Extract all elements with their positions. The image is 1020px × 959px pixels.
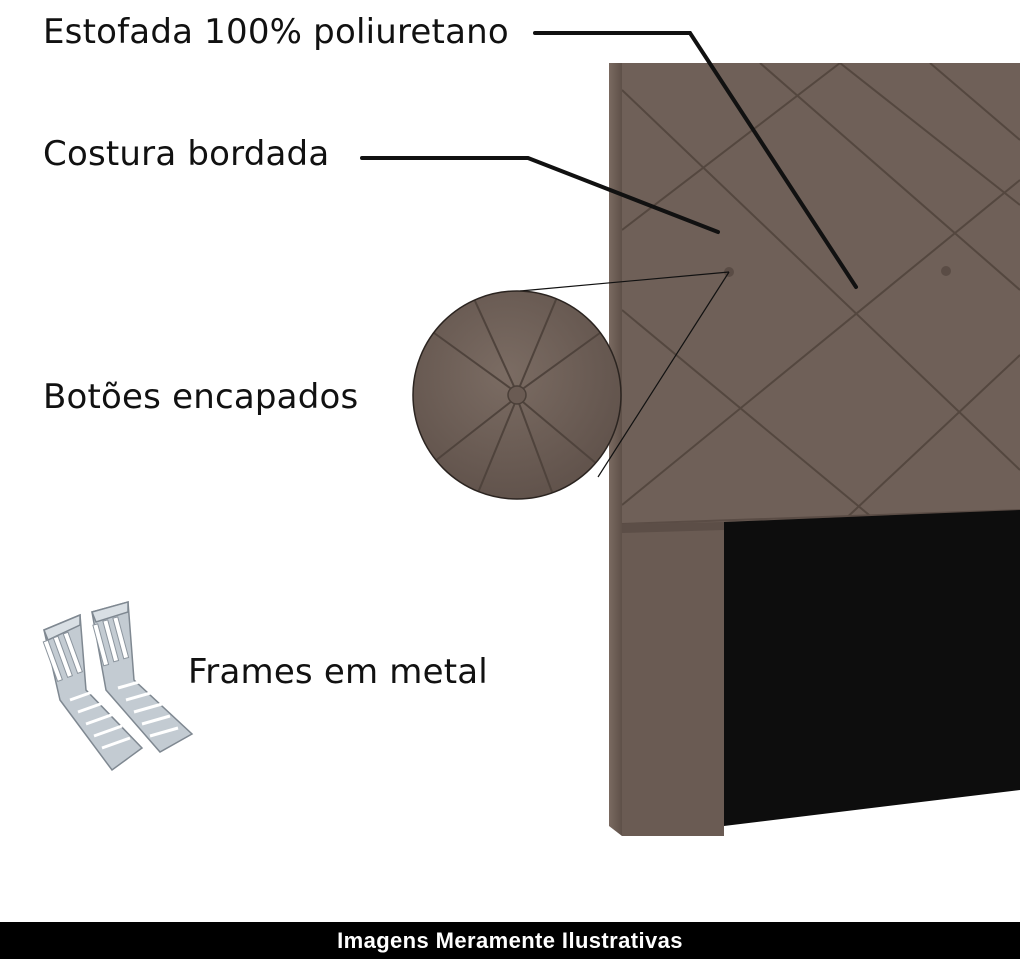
headboard-panel	[621, 63, 1020, 525]
black-back-panel	[724, 510, 1020, 826]
magnifier-circle	[412, 290, 622, 500]
footer-disclaimer-text: Imagens Meramente Ilustrativas	[337, 927, 683, 953]
callout-lines	[360, 31, 858, 289]
label-covered-buttons: Botões encapados	[43, 377, 359, 417]
magnifier-lines	[519, 271, 730, 478]
metal-frame-brackets-icon	[42, 601, 194, 772]
headboard-lower-frame	[622, 510, 1020, 836]
label-upholstery: Estofada 100% poliuretano	[43, 12, 509, 52]
footer-disclaimer-bar: Imagens Meramente Ilustrativas	[0, 922, 1020, 959]
label-stitching: Costura bordada	[43, 134, 330, 174]
covered-button-zoomed	[507, 385, 527, 405]
label-metal-frames: Frames em metal	[188, 652, 488, 692]
tufted-button	[941, 266, 951, 276]
